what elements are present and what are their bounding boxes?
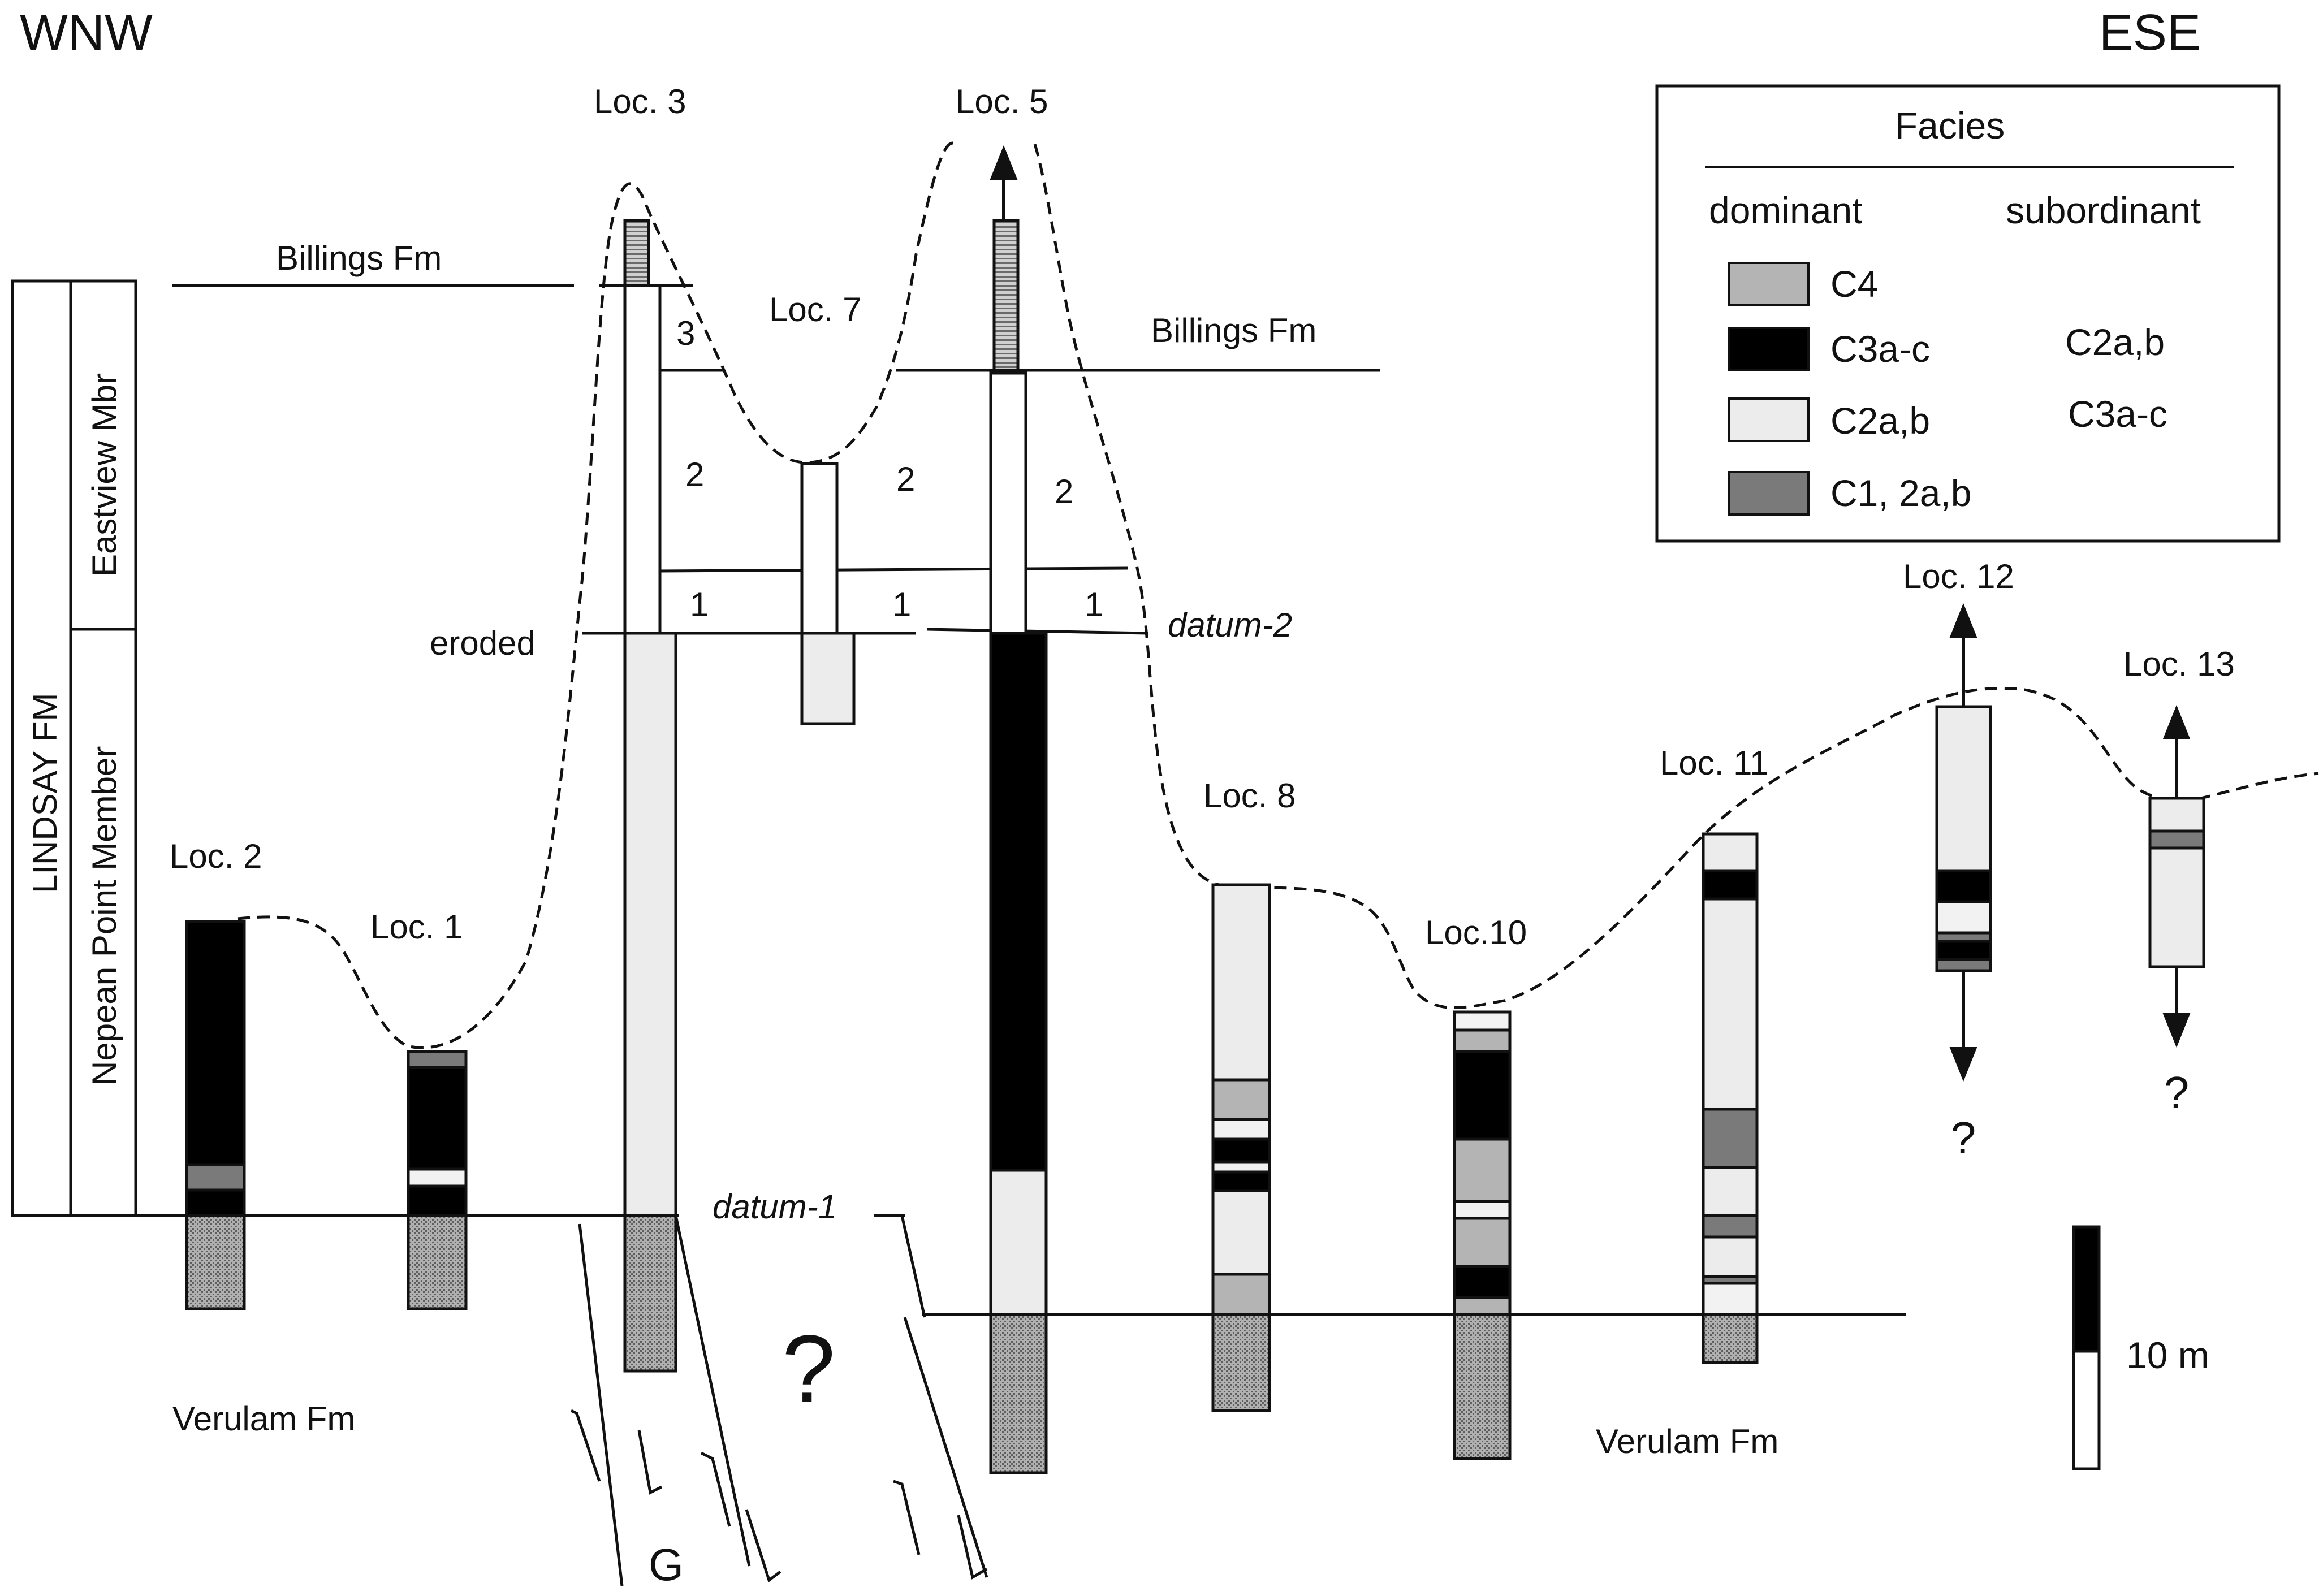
fault-zone (570, 1215, 988, 1586)
legend-subordinate-c3: C2a,b (2065, 321, 2165, 363)
legend-col-dominant: dominant (1709, 189, 1863, 231)
subunit-1-loc7: 1 (892, 586, 911, 624)
loc-2-label: Loc. 2 (170, 837, 262, 875)
member-lower-label: Nepean Point Member (85, 746, 123, 1085)
eroded-label: eroded (430, 624, 536, 662)
loc-13-label: Loc. 13 (2123, 645, 2235, 683)
loc-13-question: ? (2164, 1067, 2190, 1118)
datum-2-label: datum-2 (1168, 606, 1292, 644)
member-upper-label: Eastview Mbr (85, 373, 123, 577)
section-loc-2 (185, 920, 246, 1310)
section-loc-11 (1702, 832, 1759, 1364)
subunit-3: 3 (676, 314, 695, 352)
formation-label: LINDSAY FM (26, 693, 64, 893)
loc-3-label: Loc. 3 (594, 83, 686, 120)
legend-dominant-c2: C2a,b (1830, 400, 1930, 442)
reference-lines (34, 284, 1906, 1318)
subunit-2-loc7: 2 (896, 460, 915, 498)
subunit-1-loc3: 1 (690, 586, 709, 624)
verulam-left-label: Verulam Fm (172, 1400, 355, 1438)
legend-dominant-c3: C3a-c (1830, 328, 1930, 370)
erosion-surface-profile (237, 141, 957, 1049)
subunit-2-loc5: 2 (1055, 473, 1073, 511)
subunit-2-loc3: 2 (685, 456, 704, 494)
loc-12-label: Loc. 12 (1903, 557, 2014, 595)
erosion-surface-profile-east (1033, 144, 2319, 1009)
legend-swatch-c2 (1728, 397, 1810, 442)
scale-bar-label: 10 m (2126, 1334, 2209, 1376)
legend-swatch-c1 (1728, 471, 1810, 516)
datum-1-label: datum-1 (713, 1188, 837, 1226)
orientation-left: WNW (20, 5, 153, 61)
legend-swatch-c4 (1728, 262, 1810, 306)
fault-zone-label: G (649, 1539, 684, 1590)
section-columns (185, 219, 2205, 1474)
section-loc-5 (989, 219, 1048, 1474)
legend-dominant-c4: C4 (1830, 263, 1878, 305)
section-loc-12 (1935, 705, 1992, 972)
section-loc-10 (1453, 1010, 1512, 1460)
legend-subordinate-c2: C3a-c (2068, 393, 2167, 435)
legend-title: Facies (1895, 105, 2005, 146)
loc-8-label: Loc. 8 (1203, 777, 1296, 815)
legend-col-subordinate: subordinant (2006, 189, 2201, 231)
section-loc-8 (1211, 883, 1271, 1412)
loc-1-label: Loc. 1 (370, 908, 463, 946)
billings-left-label: Billings Fm (276, 239, 442, 277)
loc-11-label: Loc. 11 (1660, 744, 1768, 782)
loc-10-label: Loc.10 (1425, 914, 1527, 951)
billings-right-label: Billings Fm (1151, 312, 1316, 349)
section-loc-3 (623, 219, 677, 1373)
continuation-arrows (990, 145, 2191, 1082)
subunit-1-loc5: 1 (1085, 586, 1103, 624)
section-loc-1 (407, 1050, 468, 1310)
scale-bar (2072, 1225, 2101, 1470)
loc-5-label: Loc. 5 (956, 83, 1048, 120)
legend-swatch-c3 (1728, 327, 1810, 371)
loc-7-label: Loc. 7 (769, 291, 861, 328)
legend: Facies dominant subordinant C4 C3a-c C2a… (1655, 84, 2281, 543)
section-loc-7 (800, 462, 856, 725)
uncertain-correlation-mark: ? (782, 1316, 836, 1423)
section-loc-13 (2148, 797, 2205, 968)
legend-dominant-c1: C1, 2a,b (1830, 472, 1972, 514)
orientation-right: ESE (2099, 5, 2201, 61)
verulam-right-label: Verulam Fm (1596, 1422, 1778, 1460)
loc-12-question: ? (1951, 1113, 1976, 1163)
legend-frame (1655, 84, 2281, 543)
